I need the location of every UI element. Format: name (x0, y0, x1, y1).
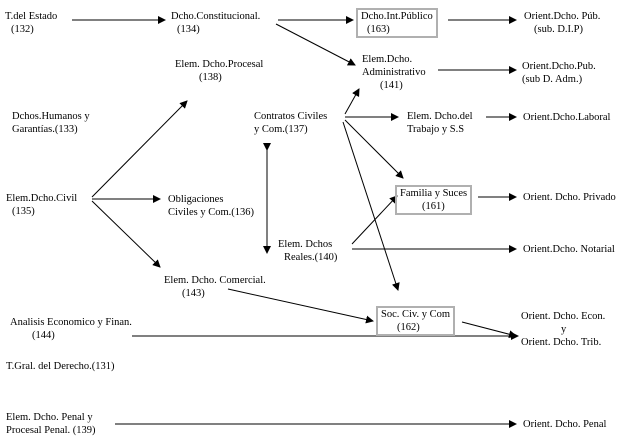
node-label: Elem.Dcho.Civil (6, 193, 78, 204)
node-elem-dcho-civil: Elem.Dcho.Civil (135) (6, 192, 77, 218)
edge-contratos-administrativo (344, 88, 360, 115)
node-number: (143) (182, 288, 205, 299)
node-label: Elem. Dcho.del (407, 111, 473, 122)
edge-civil-procesal (91, 100, 188, 198)
node-orient-dcho-laboral: Orient.Dcho.Laboral (523, 111, 610, 124)
node-label: Orient. Dcho. Privado (523, 192, 616, 203)
edge-constitucional-administrativo (275, 23, 356, 66)
node-label: Orient.Dcho. Notarial (523, 244, 615, 255)
node-label: Orient.Dcho. Púb. (524, 11, 601, 22)
node-label: Procesal Penal. (139) (6, 425, 96, 436)
node-orient-dcho-pub-adm: Orient.Dcho.Pub. (sub D. Adm.) (522, 60, 596, 86)
node-number: (162) (397, 322, 420, 333)
node-label: Orient. Dcho. Penal (523, 419, 607, 430)
node-contratos-civiles: Contratos Civiles y Com.(137) (254, 110, 327, 136)
node-elem-dcho-administrativo: Elem.Dcho. Administrativo (141) (362, 53, 426, 92)
node-orient-dcho-penal: Orient. Dcho. Penal (523, 418, 606, 431)
node-elem-dcho-penal: Elem. Dcho. Penal y Procesal Penal. (139… (6, 411, 96, 437)
node-obligaciones: Obligaciones Civiles y Com.(136) (168, 193, 254, 219)
node-dchos-humanos: Dchos.Humanos y Garantías.(133) (12, 110, 90, 136)
node-t-estado: T.del Estado (132) (5, 10, 57, 36)
node-label: Contratos Civiles (254, 111, 328, 122)
node-label: Elem. Dcho. Comercial. (164, 275, 266, 286)
edge-reales-familia (351, 195, 398, 245)
node-number: (135) (12, 206, 35, 217)
node-label: Dcho.Constitucional. (171, 11, 261, 22)
node-label: (sub. D.I.P) (534, 24, 583, 35)
node-label: Elem. Dcho.Procesal (175, 59, 264, 70)
node-label: Dchos.Humanos y (12, 111, 90, 122)
node-number: (163) (367, 24, 390, 35)
node-label: Orient.Dcho.Pub. (522, 61, 596, 72)
node-label: Orient. Dcho. Econ. (521, 311, 606, 322)
node-label: Civiles y Com.(136) (168, 207, 255, 218)
node-label: Administrativo (362, 67, 426, 78)
node-familia-suces: Familia y Suces (161) (395, 185, 473, 215)
node-analisis-economico: Analisis Economico y Finan. (144) (10, 316, 132, 342)
edge-contratos-familia (344, 119, 404, 179)
node-label: T.del Estado (5, 11, 58, 22)
node-label: Soc. Civ. y Com (381, 309, 451, 320)
node-label: Reales.(140) (284, 252, 338, 263)
node-label: y (561, 324, 567, 335)
node-label: Garantías.(133) (12, 124, 78, 135)
node-number: (161) (422, 201, 445, 212)
node-label: Trabajo y S.S (407, 124, 465, 135)
node-orient-dip: Orient.Dcho. Púb. (sub. D.I.P) (524, 10, 600, 36)
edge-contratos-soccivcom (342, 121, 400, 291)
node-label: y Com.(137) (254, 124, 308, 135)
node-number: (132) (11, 24, 34, 35)
node-label: Orient.Dcho.Laboral (523, 112, 611, 123)
node-elem-dcho-trabajo: Elem. Dcho.del Trabajo y S.S (407, 110, 473, 136)
node-number: (144) (32, 330, 55, 341)
edge-civil-comercial (91, 200, 161, 268)
node-label: Obligaciones (168, 194, 224, 205)
edge-soccivcom-orientecon (461, 321, 517, 339)
node-elem-dcho-procesal: Elem. Dcho.Procesal (138) (175, 58, 263, 84)
node-number: (141) (380, 80, 403, 91)
node-orient-dcho-notarial: Orient.Dcho. Notarial (523, 243, 615, 256)
node-dcho-int-publico: Dcho.Int.Público (163) (356, 8, 438, 38)
node-label: Elem.Dcho. (362, 54, 413, 65)
node-label: Familia y Suces (400, 188, 468, 199)
node-orient-dcho-privado: Orient. Dcho. Privado (523, 191, 616, 204)
node-label: Analisis Economico y Finan. (10, 317, 132, 328)
node-soc-civ-com: Soc. Civ. y Com (162) (376, 306, 456, 336)
node-elem-dcho-comercial: Elem. Dcho. Comercial. (143) (164, 274, 266, 300)
node-dcho-constitucional: Dcho.Constitucional. (134) (171, 10, 260, 36)
node-number: (134) (177, 24, 200, 35)
node-label: Dcho.Int.Público (361, 11, 433, 22)
node-label: Orient. Dcho. Trib. (521, 337, 602, 348)
node-orient-econ-trib: Orient. Dcho. Econ. y Orient. Dcho. Trib… (521, 310, 605, 349)
node-label: T.Gral. del Derecho.(131) (6, 361, 115, 372)
node-t-gral-derecho: T.Gral. del Derecho.(131) (6, 360, 115, 373)
edge-comercial-soccivcom (227, 288, 374, 324)
node-elem-dchos-reales: Elem. Dchos Reales.(140) (278, 238, 337, 264)
node-label: Elem. Dcho. Penal y (6, 412, 93, 423)
node-label: (sub D. Adm.) (522, 74, 583, 85)
node-number: (138) (199, 72, 222, 83)
node-label: Elem. Dchos (278, 239, 333, 250)
